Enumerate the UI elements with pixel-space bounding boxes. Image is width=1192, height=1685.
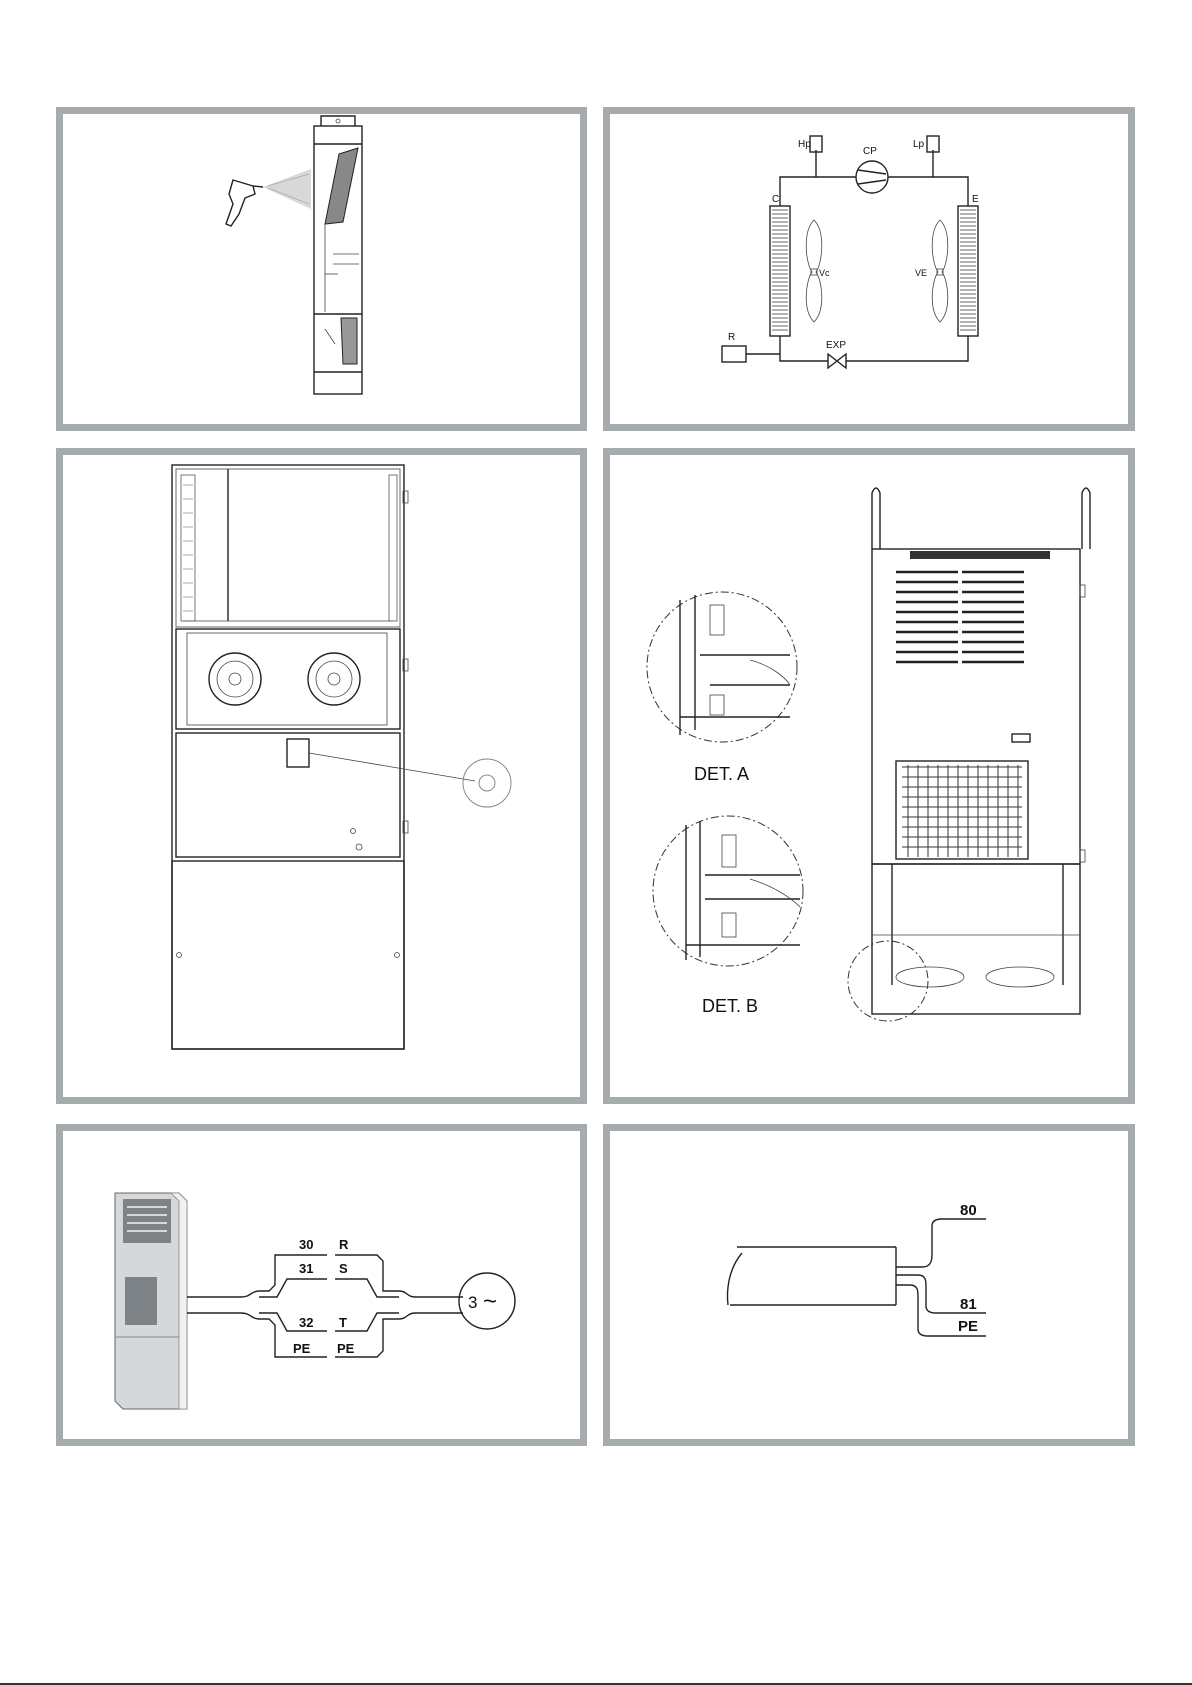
phase-pe-right: PE (337, 1341, 355, 1356)
term-pe: PE (958, 1318, 978, 1335)
supply-symbol: 3 (468, 1293, 477, 1312)
detail-callout-icon (463, 759, 511, 807)
evaporator-label: E (972, 194, 979, 205)
power-wiring-drawing: 30 31 32 PE R S T PE 3 ~ (63, 1131, 580, 1439)
detail-b-circle (653, 816, 803, 966)
fan-right-icon (308, 653, 360, 705)
lp-label: Lp (913, 139, 925, 150)
receiver-label: R (728, 332, 735, 343)
term-pe-left: PE (293, 1341, 311, 1356)
term-32: 32 (299, 1315, 313, 1330)
unit-detail-drawing: DET. A DET. B (610, 455, 1128, 1097)
alarm-wiring-drawing: 80 81 PE (610, 1131, 1128, 1439)
three-phase-supply-icon: 3 ~ (459, 1273, 515, 1329)
panel-unit-details: DET. A DET. B (603, 448, 1135, 1104)
cleaning-drawing (63, 114, 580, 424)
term-81: 81 (960, 1296, 977, 1313)
low-pressure-switch (927, 136, 939, 152)
panel-unit-front-open (56, 448, 587, 1104)
component-icon (287, 739, 309, 767)
receiver-icon (722, 346, 746, 362)
supply-wave: ~ (483, 1288, 497, 1315)
panel-cleaning-condenser (56, 107, 587, 431)
air-spray-icon (263, 169, 311, 209)
term-80: 80 (960, 1202, 977, 1219)
refrigeration-schematic: Hp Lp CP C E Vc VE (610, 114, 1128, 424)
fan-left-icon (209, 653, 261, 705)
detail-a-circle (647, 592, 797, 742)
unit-side-view (314, 116, 362, 394)
det-b-label: DET. B (702, 996, 758, 1016)
air-gun-icon (226, 180, 263, 226)
panel-alarm-wiring: 80 81 PE (603, 1124, 1135, 1446)
panel-power-wiring: 30 31 32 PE R S T PE 3 ~ (56, 1124, 587, 1446)
unit-icon (115, 1193, 187, 1409)
evaporator-fan-icon (932, 220, 948, 322)
expansion-valve-icon (828, 354, 846, 368)
term-30: 30 (299, 1237, 313, 1252)
fan-condenser-label: Vc (819, 268, 830, 278)
expansion-label: EXP (826, 340, 846, 351)
phase-r: R (339, 1237, 349, 1252)
phase-t: T (339, 1315, 347, 1330)
term-31: 31 (299, 1261, 313, 1276)
cp-label: CP (863, 146, 877, 157)
condenser-coil (770, 206, 790, 336)
vent-grille-top (896, 572, 1024, 662)
vent-grille-bottom (896, 761, 1028, 859)
high-pressure-switch (810, 136, 822, 152)
phase-s: S (339, 1261, 348, 1276)
unit-front-drawing (63, 455, 580, 1097)
compressor-icon (856, 161, 888, 193)
det-a-label: DET. A (694, 764, 749, 784)
evaporator-coil (958, 206, 978, 336)
fan-evaporator-label: VE (915, 268, 927, 278)
hp-label: Hp (798, 139, 811, 150)
unit-rear-view (848, 488, 1090, 1021)
panel-refrigeration-circuit: Hp Lp CP C E Vc VE (603, 107, 1135, 431)
condenser-label: C (772, 194, 779, 205)
